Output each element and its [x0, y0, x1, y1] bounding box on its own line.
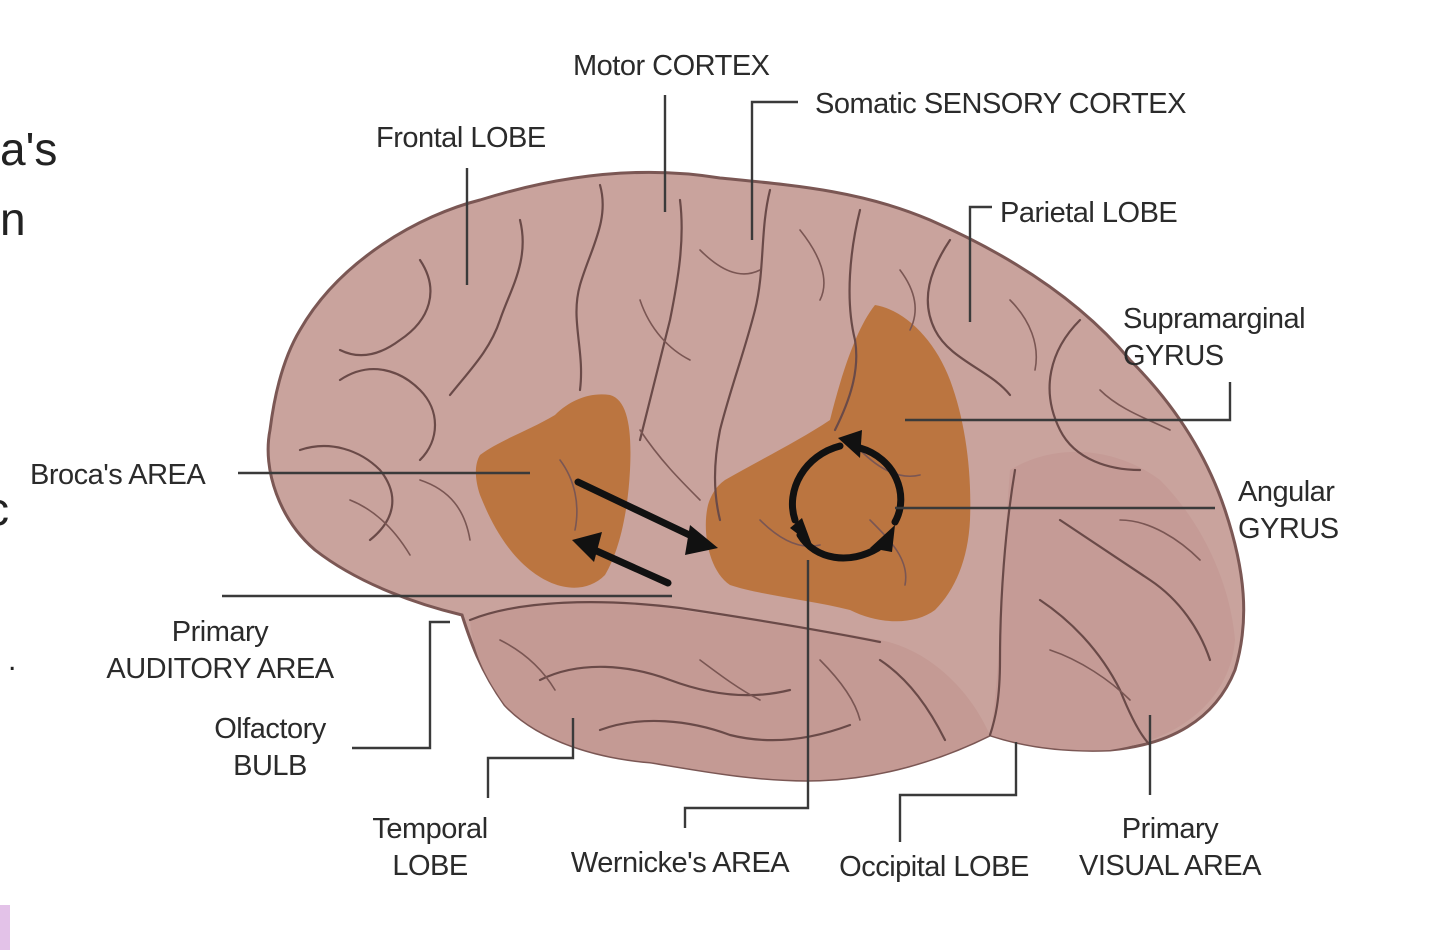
label-parietal-lobe: Parietal LOBE	[1000, 197, 1177, 229]
label-temporal-line2: LOBE	[392, 850, 468, 882]
wernickes-area-highlight	[705, 305, 971, 622]
edge-accent-bar	[0, 905, 10, 950]
label-supramarginal-line1: Supramarginal	[1123, 303, 1305, 335]
leader-lines	[222, 95, 1232, 842]
left-fragment-dot: .	[8, 644, 16, 677]
left-fragment-c: c	[0, 483, 9, 535]
brain-illustration	[266, 170, 1246, 782]
arrow-angular-loop	[788, 430, 905, 562]
arrow-wernicke-to-broca	[572, 532, 672, 587]
label-olfactory-line1: Olfactory	[214, 713, 327, 745]
leader-wernicke	[683, 560, 810, 828]
label-somatic-sensory-cortex: Somatic SENSORY CORTEX	[815, 88, 1186, 120]
leader-olfactory	[352, 620, 450, 750]
occipital-lobe-region	[990, 451, 1235, 751]
leader-somatic-sensory	[750, 100, 798, 240]
label-occipital-lobe: Occipital LOBE	[839, 851, 1029, 883]
label-auditory-line2: AUDITORY AREA	[106, 653, 334, 685]
leader-temporal	[486, 718, 575, 798]
arrow-broca-to-wernicke	[574, 478, 718, 555]
label-wernickes-area: Wernicke's AREA	[571, 847, 790, 879]
leader-occipital	[898, 742, 1018, 842]
label-olfactory-line2: BULB	[233, 750, 307, 782]
label-auditory-line1: Primary	[172, 616, 269, 648]
central-sulcus	[714, 188, 772, 522]
left-fragment-mid: n	[0, 193, 26, 245]
leader-parietal-lobe	[968, 205, 992, 322]
label-angular-line1: Angular	[1238, 476, 1335, 508]
label-temporal-line1: Temporal	[372, 813, 487, 845]
label-visual-line2: VISUAL AREA	[1079, 850, 1262, 882]
label-angular-line2: GYRUS	[1238, 513, 1339, 545]
parieto-occipital-sulcus	[988, 468, 1017, 737]
temporal-lobe-region	[470, 601, 990, 781]
label-motor-cortex: Motor CORTEX	[573, 50, 770, 82]
lateral-sulcus	[468, 601, 882, 644]
label-frontal-lobe: Frontal LOBE	[376, 122, 546, 154]
label-visual-line1: Primary	[1122, 813, 1219, 845]
label-supramarginal-line2: GYRUS	[1123, 340, 1224, 372]
left-fragment-top: a's	[0, 123, 57, 175]
leader-supramarginal	[905, 382, 1232, 422]
label-brocas-area: Broca's AREA	[30, 459, 206, 491]
